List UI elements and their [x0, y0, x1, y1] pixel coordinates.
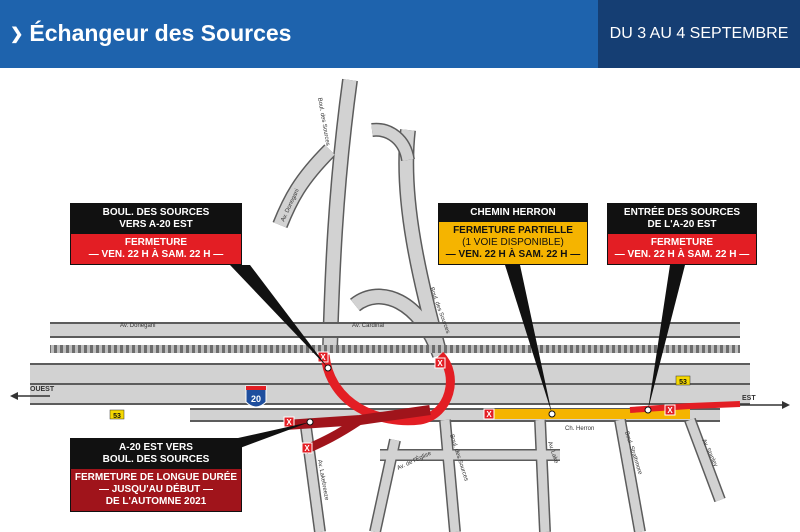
interstate-shield-icon: 20 — [245, 385, 267, 408]
shield-53-number: 53 — [679, 379, 687, 386]
route-shield-icon: 53 — [109, 409, 125, 420]
page-title: ❯ Échangeur des Sources — [10, 20, 291, 47]
svg-text:X: X — [320, 353, 326, 362]
svg-text:X: X — [304, 444, 310, 453]
callout-pointer — [220, 422, 310, 448]
svg-text:X: X — [437, 359, 443, 368]
street-label: Boul. des Sources — [316, 97, 330, 146]
direction-east: EST — [742, 395, 756, 402]
closure-red-loop — [320, 351, 455, 426]
date-range: DU 3 AU 4 SEPTEMBRE — [598, 0, 800, 68]
svg-text:X: X — [286, 418, 292, 427]
street-label: Av. Donegani — [120, 323, 155, 329]
header-bar: ❯ Échangeur des Sources DU 3 AU 4 SEPTEMB… — [0, 0, 800, 68]
route-shield-icon: 53 — [675, 375, 691, 386]
callout-chemin-herron: CHEMIN HERRON FERMETURE PARTIELLE(1 VOIE… — [438, 203, 588, 265]
closure-x-icon: X — [301, 442, 313, 454]
street-label: Av. Cardinal — [352, 323, 384, 329]
page-title-text: Échangeur des Sources — [29, 20, 292, 46]
closure-x-icon: X — [483, 408, 495, 420]
arrow-right-icon — [740, 401, 790, 409]
shield-53-number: 53 — [113, 413, 121, 420]
closure-x-icon: X — [664, 404, 676, 416]
arrow-left-icon — [10, 392, 50, 400]
callout-pointer — [648, 265, 685, 410]
svg-text:X: X — [667, 406, 673, 415]
callout-pointer — [505, 265, 552, 414]
direction-west: OUEST — [30, 386, 55, 393]
chevron-right-icon: ❯ — [10, 26, 24, 43]
shield-a20-number: 20 — [251, 394, 261, 404]
street-label: Ch. Herron — [565, 426, 594, 432]
callout-pointer — [230, 265, 328, 368]
railway — [50, 345, 740, 353]
closure-x-icon: X — [283, 416, 295, 428]
svg-text:X: X — [486, 410, 492, 419]
closure-x-icon: X — [434, 357, 446, 369]
